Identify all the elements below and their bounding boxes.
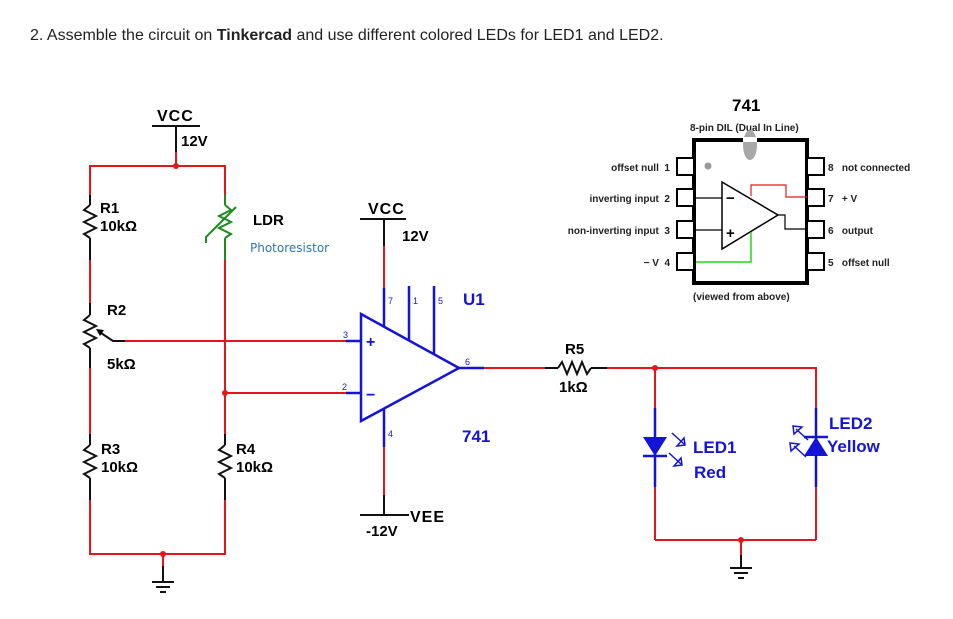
- pinout-subtitle: 8-pin DIL (Dual In Line): [690, 123, 799, 134]
- pin-5-desc: 5 offset null: [828, 258, 890, 269]
- r3-ref: R3: [101, 441, 120, 458]
- pin-2-label: 2: [342, 382, 347, 392]
- instruction-emphasis: Tinkercad: [216, 27, 293, 44]
- pin1-marker-dot: [704, 162, 712, 170]
- junction-dot: [652, 365, 658, 371]
- instruction-text: 2. Assemble the circuit on Tinkercad and…: [30, 27, 664, 45]
- vcc-supply-left: VCC 12V: [152, 108, 208, 166]
- ic-minus-sign: −: [726, 190, 735, 207]
- resistor-r3: R3 10kΩ: [81, 434, 138, 500]
- vcc-opamp-voltage: 12V: [402, 228, 429, 245]
- potentiometer-r2: R2 5kΩ: [81, 302, 136, 373]
- ground-icon: [730, 555, 752, 579]
- pin-3-desc: non-inverting input 3: [568, 226, 671, 237]
- light-emission-icon: [789, 425, 809, 458]
- ldr-ref: LDR: [253, 212, 284, 229]
- junction-dot: [173, 163, 179, 169]
- pin-4: [676, 252, 695, 271]
- ic-opamp-symbol: [721, 180, 780, 251]
- resistor-r5: R5 1kΩ: [545, 341, 607, 396]
- resistor-r1: R1 10kΩ: [81, 195, 137, 260]
- vee-supply-opamp: VEE -12V: [360, 447, 445, 540]
- pin-2-desc: inverting input 2: [589, 194, 670, 205]
- pin-6-desc: 6 output: [828, 226, 874, 237]
- pin-8-desc: 8 not connected: [828, 163, 910, 174]
- pin-4-label: 4: [388, 429, 393, 439]
- resistor-r4: R4 10kΩ: [216, 434, 273, 500]
- r2-value: 5kΩ: [107, 356, 136, 373]
- instruction-suffix: and use different colored LEDs for LED1 …: [292, 27, 664, 44]
- vee-voltage: -12V: [366, 523, 398, 540]
- vcc-left-label: VCC: [157, 108, 194, 125]
- pin-3-label: 3: [343, 330, 348, 340]
- junction-dot: [222, 390, 228, 396]
- vee-label: VEE: [410, 509, 445, 526]
- ldr-photoresistor: LDR Photoresistor: [205, 195, 329, 260]
- r5-ref: R5: [565, 341, 584, 358]
- u1-model: 741: [462, 427, 490, 446]
- pinout-title: 741: [732, 96, 760, 115]
- light-emission-icon: [668, 432, 686, 467]
- ldr-description: Photoresistor: [250, 241, 329, 255]
- pin-6: [806, 220, 825, 239]
- led1-ref: LED1: [693, 438, 736, 457]
- r4-value: 10kΩ: [236, 459, 273, 476]
- pin-7: [806, 188, 825, 207]
- opamp-minus-sign: −: [366, 387, 375, 404]
- opamp-u1: + − 7 1 5 3 2 6 4 U1 741: [342, 286, 490, 447]
- pin-1-desc: offset null 1: [611, 163, 670, 174]
- vcc-opamp-label: VCC: [368, 201, 405, 218]
- pin-4-desc: − V 4: [644, 258, 671, 269]
- r1-ref: R1: [100, 200, 119, 217]
- led2-color: Yellow: [827, 437, 881, 456]
- led2-yellow: LED2 Yellow: [789, 408, 881, 487]
- pin-6-label: 6: [465, 357, 470, 367]
- pin-7-label: 7: [388, 296, 393, 306]
- ic-plus-sign: +: [726, 225, 735, 242]
- pin-5: [806, 252, 825, 271]
- ic-notch: [743, 130, 757, 160]
- r5-value: 1kΩ: [559, 379, 588, 396]
- pin-8: [806, 157, 825, 176]
- instruction-prefix: 2. Assemble the circuit on: [30, 27, 217, 44]
- ic-741-pinout-diagram: 741 8-pin DIL (Dual In Line) − + offset …: [568, 96, 910, 303]
- u1-ref: U1: [463, 290, 485, 309]
- vcc-left-voltage: 12V: [181, 133, 208, 150]
- pin-1: [676, 157, 695, 176]
- led2-ref: LED2: [829, 414, 872, 433]
- r1-value: 10kΩ: [100, 218, 137, 235]
- pin-3: [676, 220, 695, 239]
- wiper-arrow-icon: [96, 329, 104, 336]
- pin-5-label: 5: [438, 296, 443, 306]
- pinout-footer: (viewed from above): [693, 292, 790, 303]
- pin-2: [676, 188, 695, 207]
- bottom-wire: [89, 500, 226, 555]
- led1-color: Red: [694, 463, 726, 482]
- pin-7-desc: 7 + V: [828, 194, 858, 205]
- ground-icon: [152, 566, 174, 593]
- opamp-plus-sign: +: [366, 334, 375, 351]
- r2-ref: R2: [107, 302, 126, 319]
- vcc-supply-opamp: VCC 12V: [360, 201, 429, 288]
- led1-red: LED1 Red: [643, 408, 736, 487]
- r4-ref: R4: [236, 441, 256, 458]
- r3-value: 10kΩ: [101, 459, 138, 476]
- pin-1-label: 1: [413, 296, 418, 306]
- top-wire: [89, 165, 226, 195]
